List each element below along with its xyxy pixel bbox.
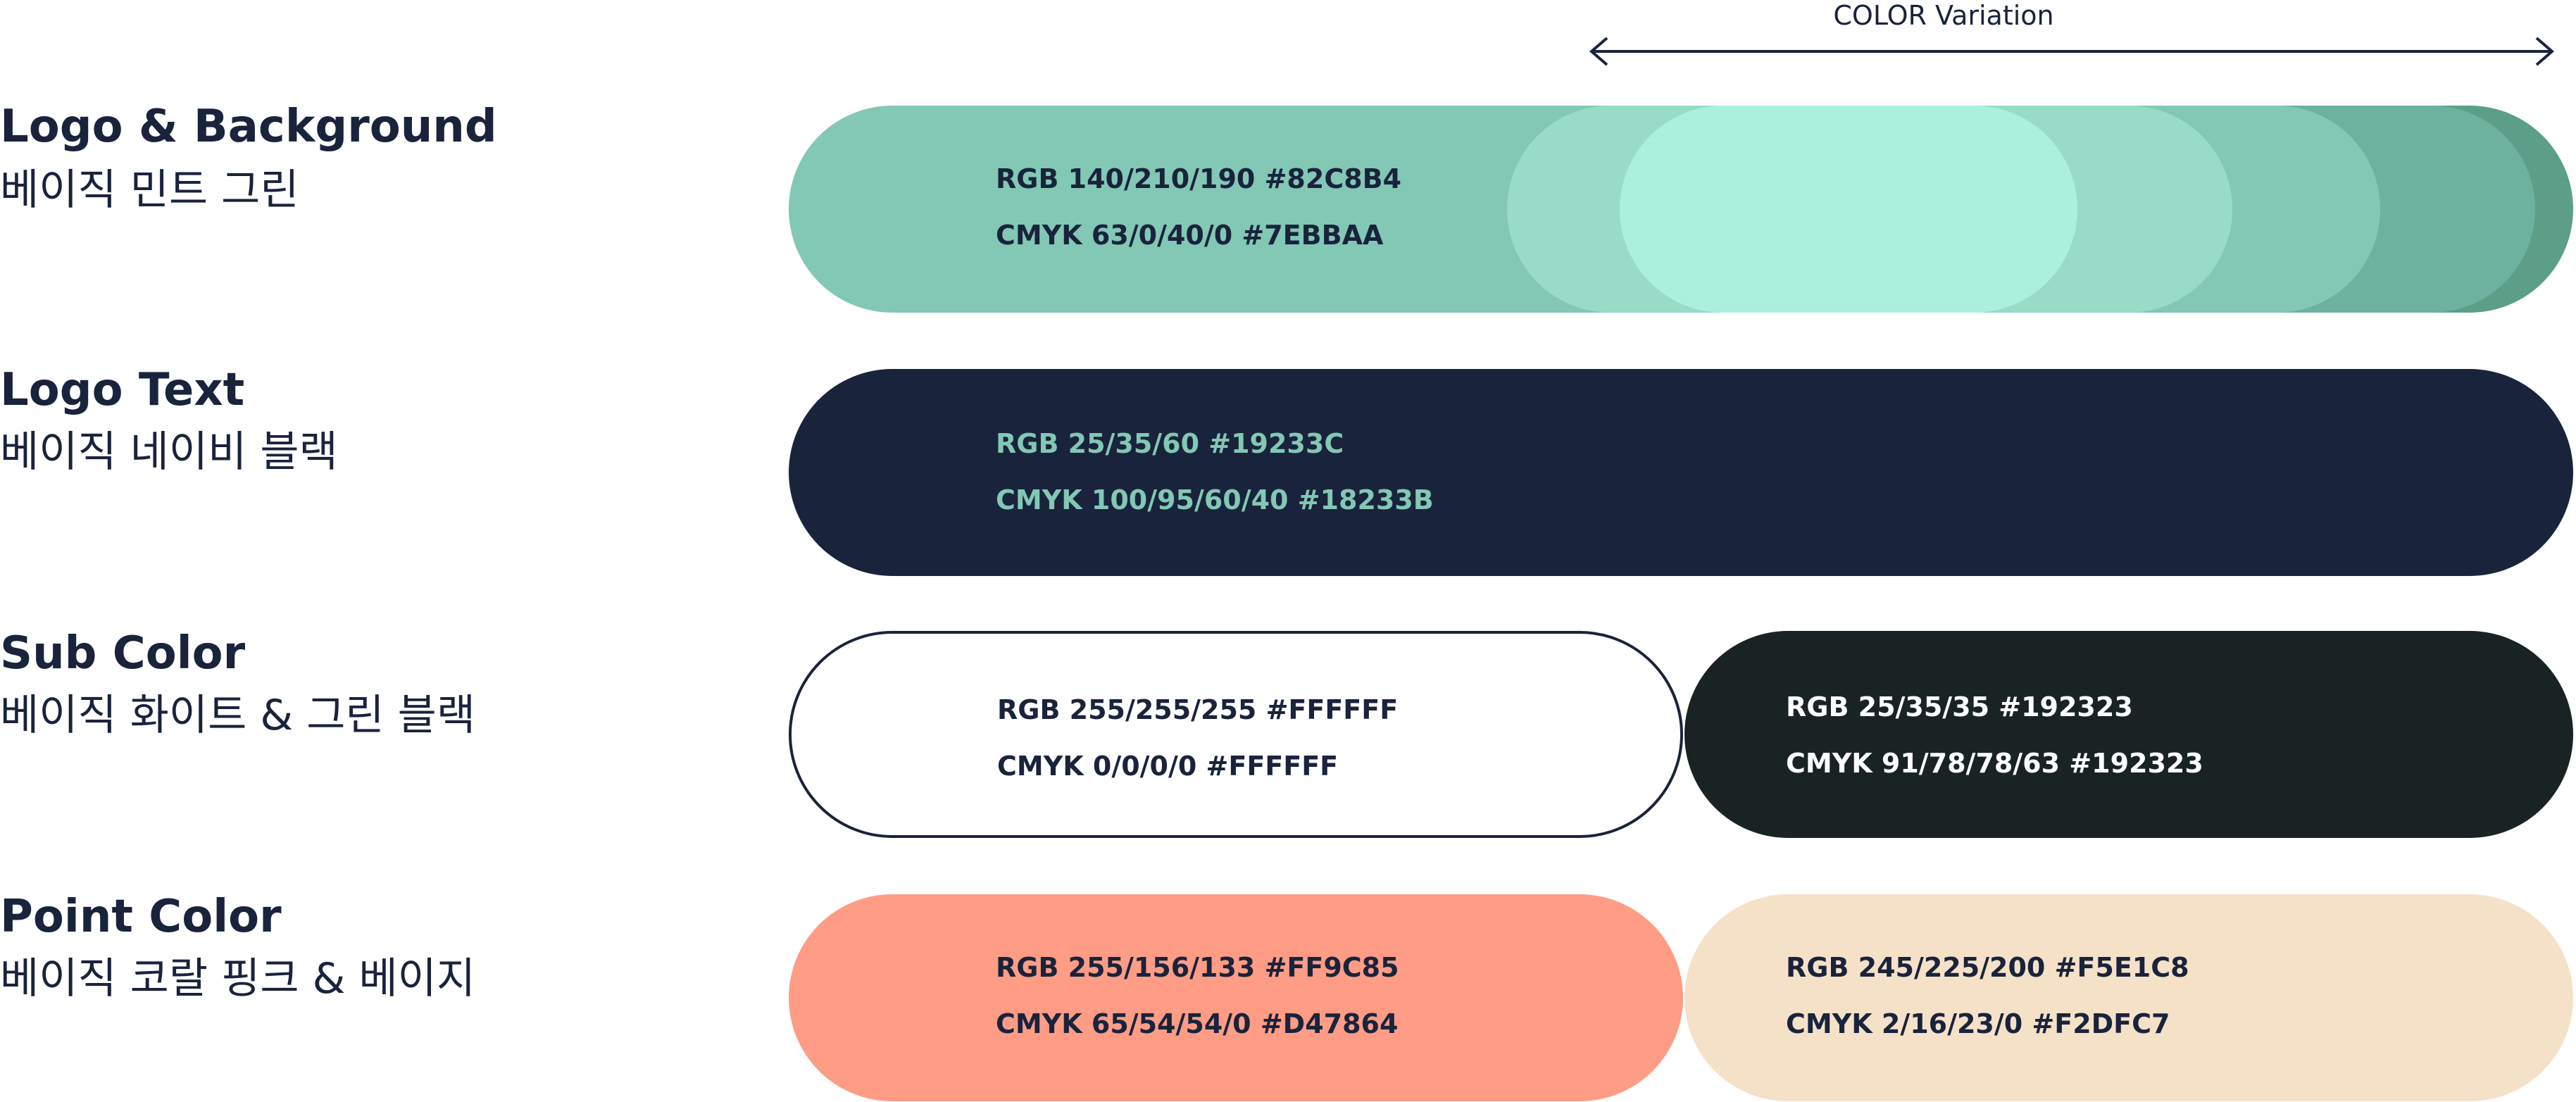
row-subtitle-logo-background: 베이직 민트 그린 [0,165,299,215]
row-subtitle-logo-text: 베이직 네이비 블랙 [0,427,338,477]
color-variation-label: COLOR Variation [1833,0,2054,31]
swatch-navy-black: RGB 25/35/60 #19233C CMYK 100/95/60/40 #… [789,369,2573,576]
swatch-green-black: RGB 25/35/35 #192323 CMYK 91/78/78/63 #1… [1684,631,2573,838]
variation-shape-5 [1620,106,2077,313]
double-arrow-icon [1589,37,2555,66]
swatch-cmyk-text: CMYK 2/16/23/0 #F2DFC7 [1786,1008,2170,1039]
swatch-rgb-text: RGB 245/225/200 #F5E1C8 [1786,952,2189,983]
row-subtitle-sub-color: 베이직 화이트 & 그린 블랙 [0,691,476,740]
row-title-logo-background: Logo & Background [0,101,497,153]
swatch-rgb-text: RGB 255/255/255 #FFFFFF [997,694,1399,725]
swatch-rgb-text: RGB 25/35/60 #19233C [996,428,1344,459]
swatch-cmyk-text: CMYK 100/95/60/40 #18233B [996,484,1434,515]
swatch-mint-green: RGB 140/210/190 #82C8B4 CMYK 63/0/40/0 #… [789,106,2573,313]
swatch-cmyk-text: CMYK 65/54/54/0 #D47864 [996,1008,1399,1039]
swatch-rgb-text: RGB 25/35/35 #192323 [1786,691,2133,722]
row-title-logo-text: Logo Text [0,364,245,416]
swatch-cmyk-text: CMYK 91/78/78/63 #192323 [1786,748,2203,779]
row-title-point-color: Point Color [0,891,282,943]
swatch-coral-pink: RGB 255/156/133 #FF9C85 CMYK 65/54/54/0 … [789,894,1683,1101]
swatch-cmyk-text: CMYK 63/0/40/0 #7EBBAA [996,220,1384,251]
row-subtitle-point-color: 베이직 코랄 핑크 & 베이지 [0,954,476,1003]
swatch-rgb-text: RGB 255/156/133 #FF9C85 [996,952,1399,983]
swatch-beige: RGB 245/225/200 #F5E1C8 CMYK 2/16/23/0 #… [1684,894,2573,1101]
swatch-rgb-text: RGB 140/210/190 #82C8B4 [996,163,1402,194]
swatch-cmyk-text: CMYK 0/0/0/0 #FFFFFF [997,751,1339,782]
swatch-white: RGB 255/255/255 #FFFFFF CMYK 0/0/0/0 #FF… [789,631,1683,838]
row-title-sub-color: Sub Color [0,627,246,680]
